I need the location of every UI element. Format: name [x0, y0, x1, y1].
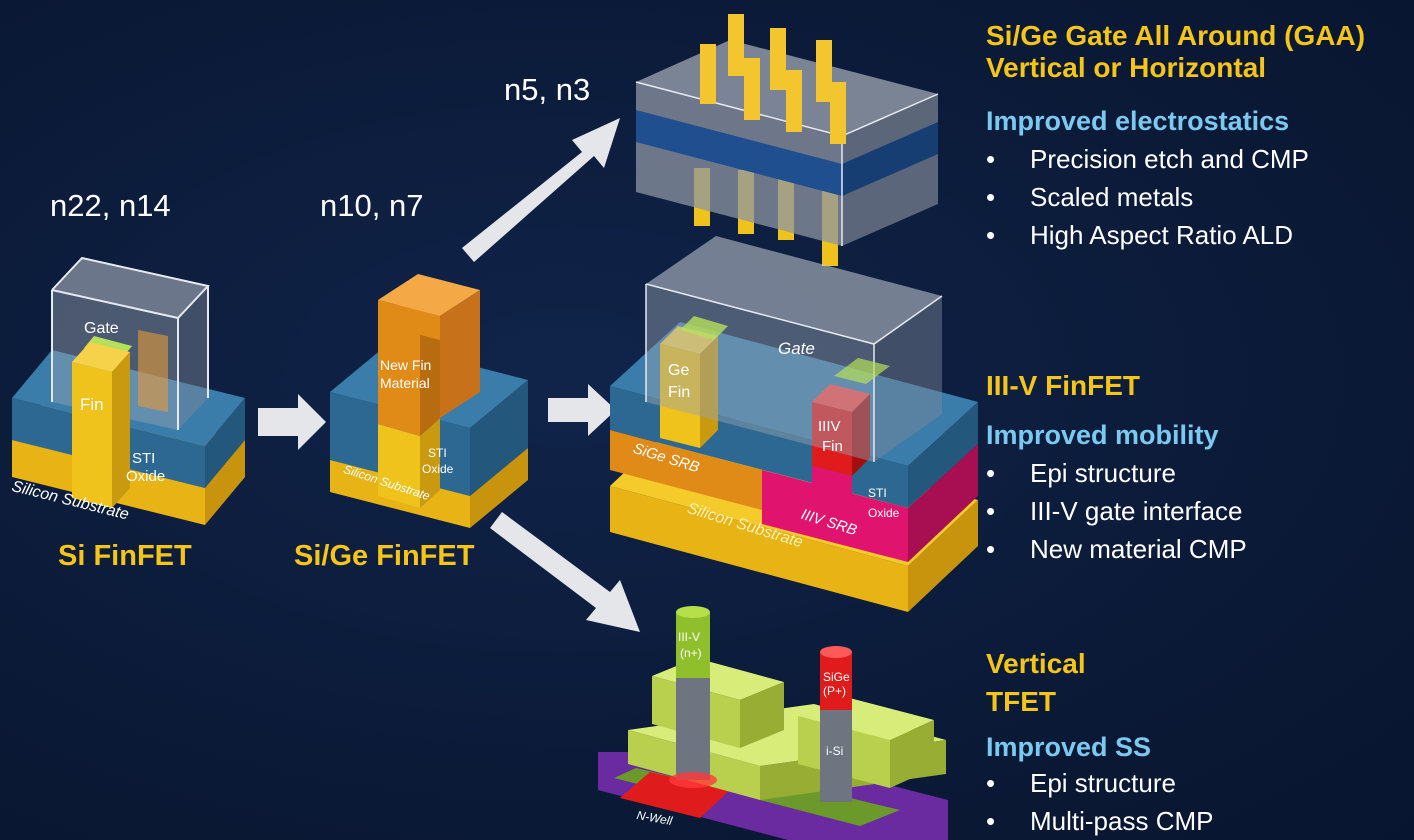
iiiv-oxide-label: Oxide: [868, 506, 900, 520]
list-item: •Epi structure: [986, 768, 1176, 798]
gaa-bullet-list: •Precision etch and CMP •Scaled metals •…: [986, 140, 1309, 254]
iiiv-fin-label: Fin: [822, 438, 843, 455]
si-sti-label: STI: [132, 450, 156, 467]
tfet-n-plus-label: (n+): [680, 646, 702, 660]
tfet-i-si-label: i-Si: [826, 744, 844, 758]
generation-label-n10-n7: n10, n7: [320, 188, 424, 223]
list-item: •Scaled metals: [986, 182, 1194, 212]
list-item: •Epi structure: [986, 458, 1176, 488]
new-fin-label-2: Material: [380, 375, 430, 391]
iiiv-sti-label: STI: [868, 486, 887, 500]
si-gate-label: Gate: [84, 320, 119, 337]
tfet-title-line2: TFET: [986, 686, 1056, 717]
ge-fin-label: Fin: [668, 384, 691, 401]
si-oxide-label: Oxide: [126, 468, 166, 485]
tfet-p-plus-label: (P+): [823, 684, 847, 698]
list-item: •Precision etch and CMP: [986, 144, 1309, 174]
arrow-down-right: [490, 512, 640, 632]
iiiv-gate-label: Gate: [778, 339, 815, 358]
iiiv-label: IIIV: [818, 418, 841, 435]
iiiv-bullet-list: •Epi structure •III-V gate interface •Ne…: [986, 454, 1247, 568]
iiiv-finfet-illustration: [610, 236, 978, 612]
tfet-subtitle: Improved SS: [986, 732, 1152, 762]
list-item: •New material CMP: [986, 534, 1247, 564]
gaa-subtitle: Improved electrostatics: [986, 106, 1290, 136]
new-fin-label-1: New Fin: [380, 357, 432, 373]
tfet-title-line1: Vertical: [986, 648, 1086, 679]
tfet-sige-label: SiGe: [823, 670, 850, 684]
list-item: •Multi-pass CMP: [986, 806, 1214, 836]
sige-finfet-illustration: [330, 274, 528, 528]
generation-label-n5-n3: n5, n3: [504, 72, 591, 107]
sige-finfet-title: Si/Ge FinFET: [294, 540, 475, 572]
gaa-illustration: [635, 14, 939, 266]
iiiv-subtitle: Improved mobility: [986, 420, 1219, 450]
iiiv-finfet-title: III-V FinFET: [986, 370, 1140, 401]
si-fin-label: Fin: [80, 395, 104, 414]
generation-label-n22-n14: n22, n14: [50, 188, 171, 223]
gaa-title-line1: Si/Ge Gate All Around (GAA): [986, 20, 1366, 51]
arrow-right-1: [258, 394, 326, 450]
tfet-illustration: [598, 606, 948, 840]
ge-label: Ge: [668, 362, 690, 379]
si-finfet-title: Si FinFET: [58, 540, 192, 572]
tfet-iiiv-label: III-V: [678, 630, 701, 644]
sige-sti-label: STI: [428, 446, 447, 460]
arrow-right-2: [548, 384, 616, 436]
gaa-title-line2: Vertical or Horizontal: [986, 52, 1267, 83]
sige-oxide-label: Oxide: [422, 462, 454, 476]
tfet-bullet-list: •Epi structure •Multi-pass CMP: [986, 764, 1213, 840]
list-item: •High Aspect Ratio ALD: [986, 220, 1294, 250]
list-item: •III-V gate interface: [986, 496, 1243, 526]
arrow-up-right: [462, 118, 620, 262]
si-finfet-illustration: [12, 256, 245, 525]
